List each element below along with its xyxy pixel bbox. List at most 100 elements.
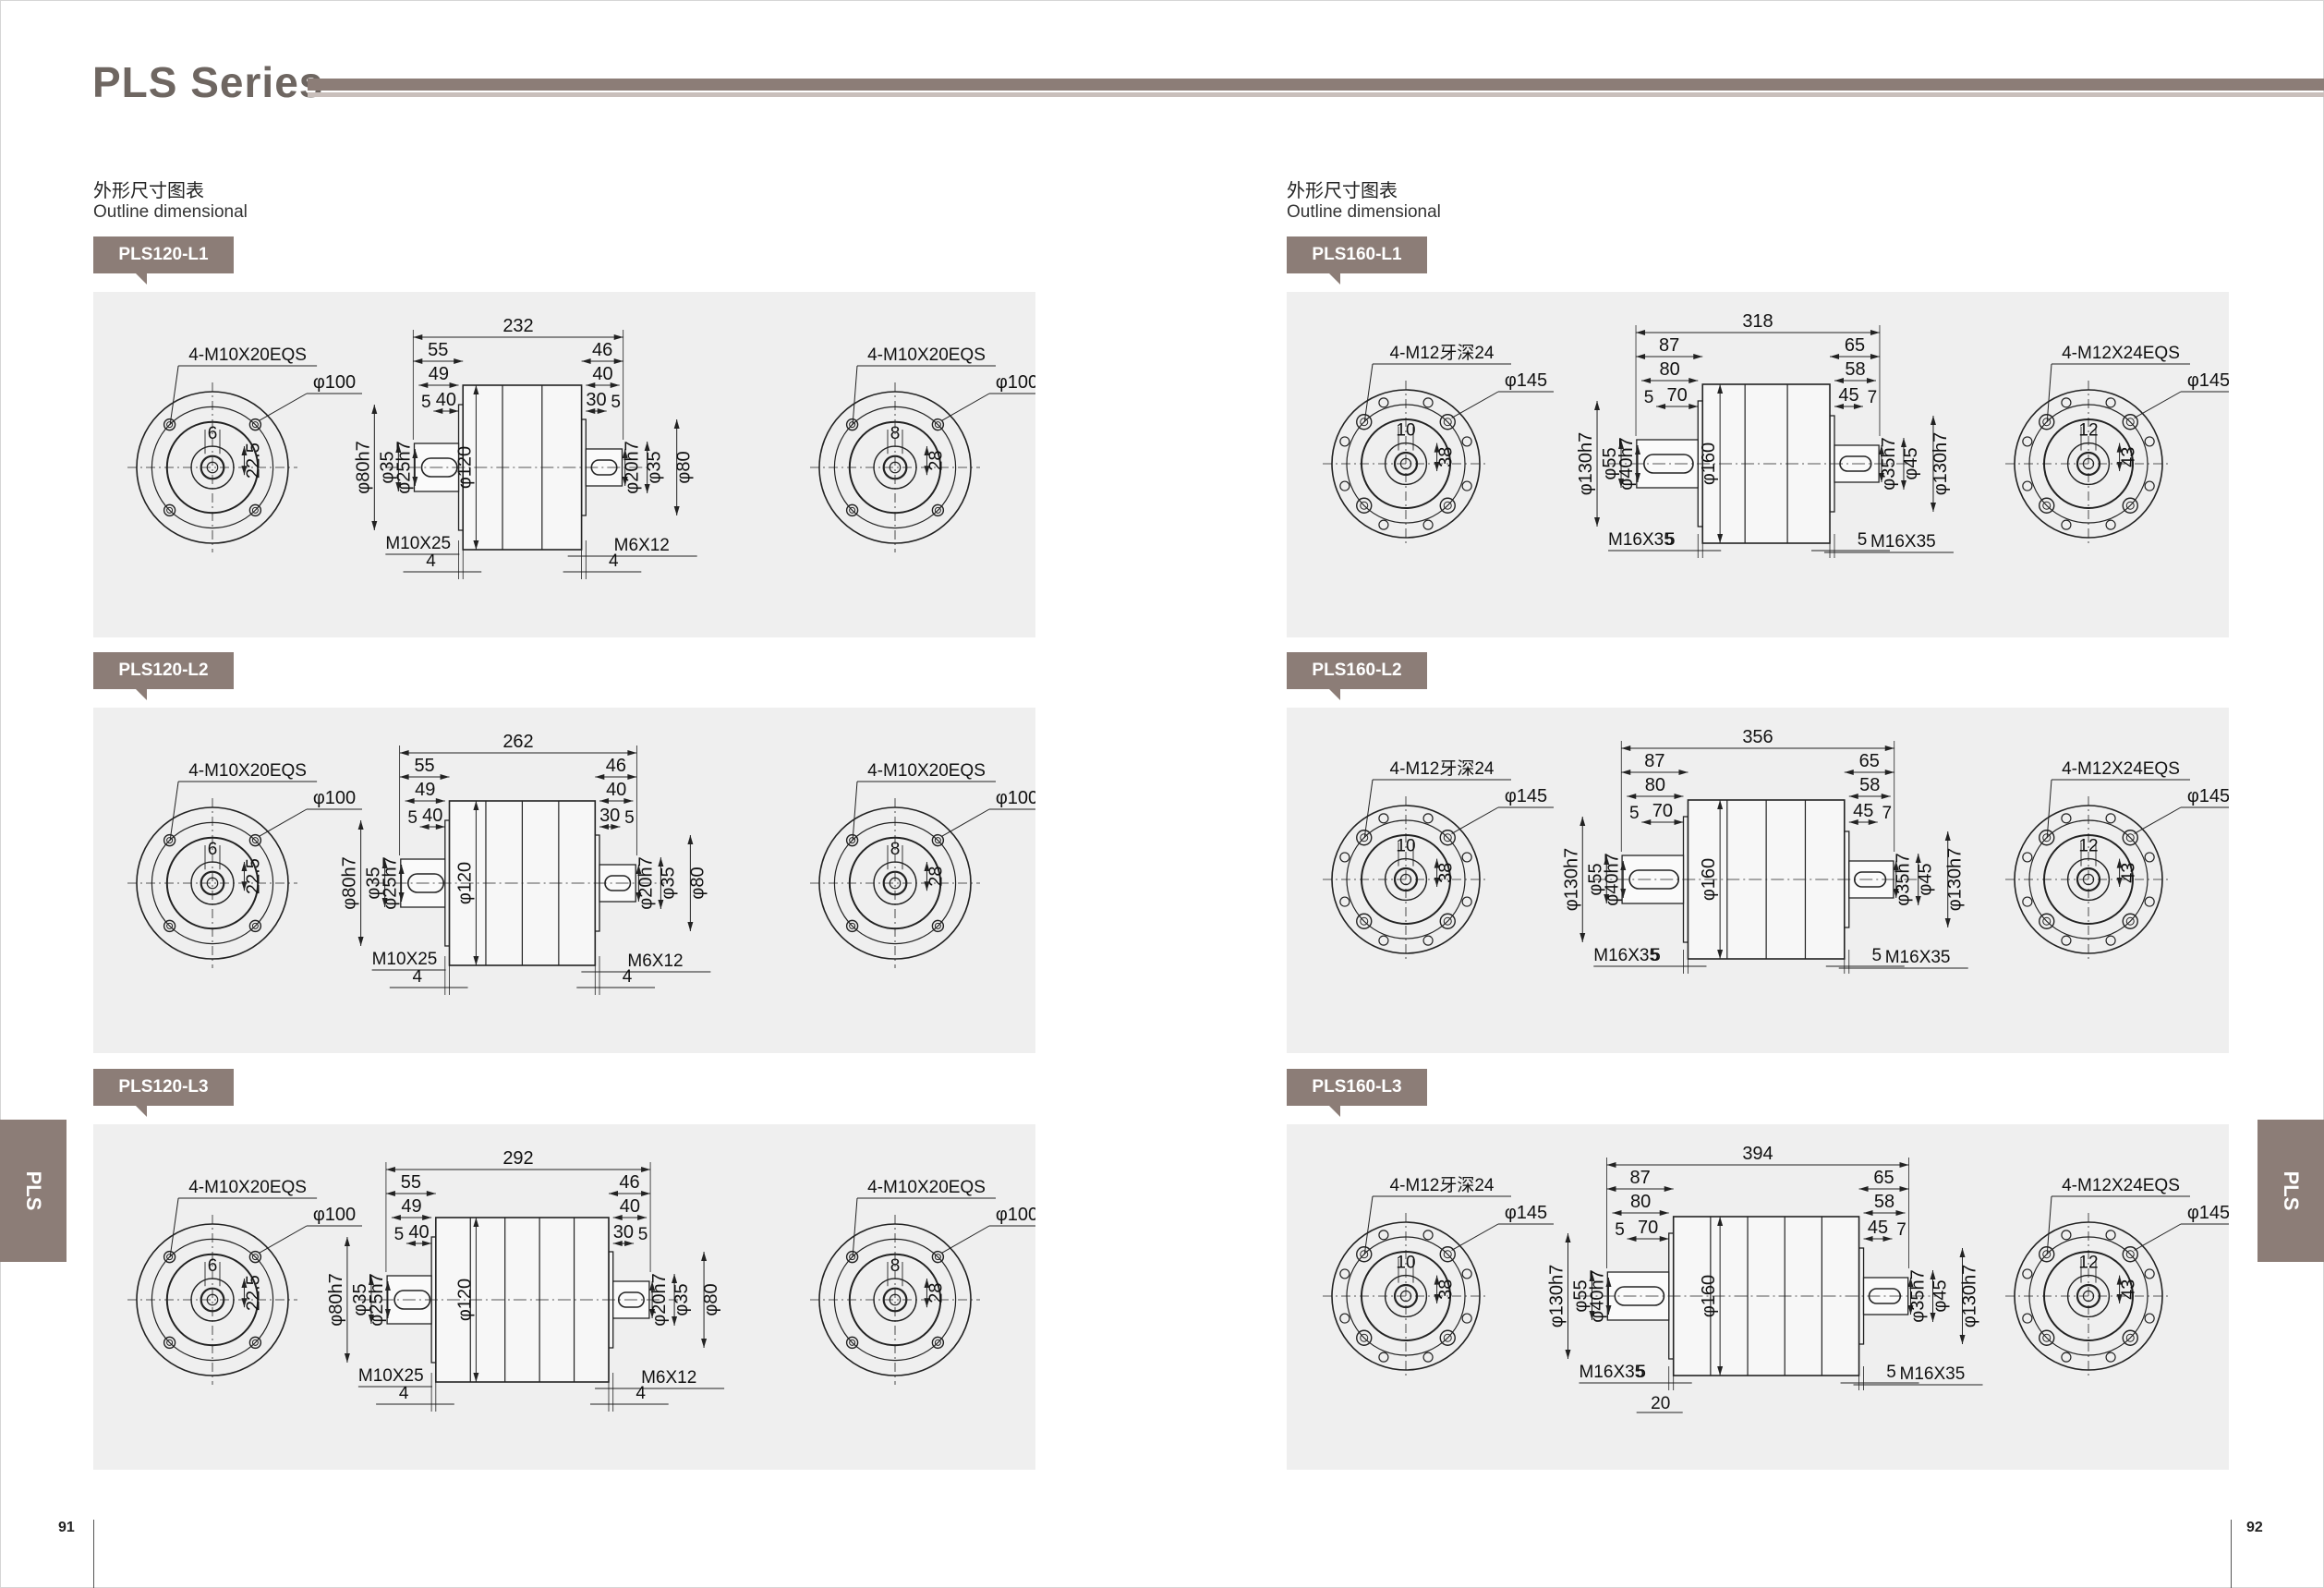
- dimension-label: 5: [421, 393, 431, 412]
- left-2-front-bolt-hole: [248, 833, 262, 847]
- right-1-front-tap-hole: [1461, 480, 1472, 491]
- right-3-rear-tap-hole: [2144, 1268, 2155, 1279]
- arrow-head: [658, 857, 664, 867]
- arrow-head: [1895, 1210, 1906, 1216]
- arrow-head: [413, 358, 423, 364]
- arrow-head: [454, 358, 464, 364]
- right-2-front-tap-hole: [1422, 935, 1434, 946]
- left-2-rear-bolt-hole: [931, 833, 945, 847]
- left-3-rear-bolt-hole-inner: [934, 1254, 941, 1261]
- left-2-rear-bolt-hole: [845, 833, 859, 847]
- left-1-front-bolt-hole: [248, 503, 262, 517]
- dimension-label: φ100: [996, 1205, 1035, 1225]
- arrow-head: [1900, 480, 1906, 490]
- right-3-front-tap-hole: [1422, 1230, 1434, 1241]
- dimension-label: 5: [624, 808, 635, 828]
- right-drawing-svg-2: 4-M12牙深24φ14510384-M12X24EQSφ14512433568…: [1323, 727, 2229, 974]
- dimension-label: φ145: [2187, 786, 2229, 806]
- arrow-head: [1674, 819, 1684, 825]
- arrow-head: [1612, 1210, 1622, 1216]
- dimension-label: 65: [1859, 751, 1880, 771]
- left-3-rear-bolt-hole: [845, 1250, 859, 1264]
- arrow-head: [433, 408, 443, 414]
- dimension-label: φ145: [2187, 370, 2229, 391]
- arrow-head: [623, 798, 634, 804]
- right-3-front-tap-hole: [1378, 1352, 1389, 1363]
- left-model-tag-2: PLS120-L2: [93, 652, 234, 700]
- dimension-label: 28: [926, 450, 946, 470]
- arrow-head: [395, 482, 402, 491]
- right-2-front-bolt-hole: [1356, 913, 1373, 929]
- dimension-label: φ45: [1931, 1279, 1951, 1312]
- left-3-rear-bolt-hole-inner: [849, 1254, 856, 1261]
- dimension-label: 40: [606, 780, 626, 800]
- drawing-line: [2134, 1223, 2182, 1251]
- arrow-head: [673, 419, 680, 429]
- right-1-front-bolt-hole-inner: [1443, 418, 1452, 427]
- arrow-head: [1621, 746, 1631, 751]
- dimension-label: 4-M12牙深24: [1390, 1175, 1495, 1195]
- arrow-head: [1659, 1236, 1669, 1242]
- dimension-label: 4-M10X20EQS: [188, 761, 307, 781]
- left-1-rear-bolt-hole: [845, 503, 859, 517]
- right-1-rear-tap-hole: [2061, 519, 2072, 530]
- right-1-front-tap-hole: [1339, 480, 1350, 491]
- arrow-head: [627, 750, 637, 756]
- arrow-head: [595, 774, 605, 780]
- right-1-rear-tap-hole: [2105, 519, 2116, 530]
- dimension-label: φ35h7: [1908, 1269, 1929, 1322]
- right-1-rear-bolt-hole: [2039, 414, 2055, 430]
- arrow-head: [1627, 794, 1637, 799]
- dimension-label: 70: [1638, 1218, 1658, 1238]
- arrow-head: [1589, 1272, 1595, 1281]
- arrow-head: [924, 1298, 930, 1308]
- right-2-rear-tap-hole: [2061, 935, 2072, 946]
- dimension-label: 40: [408, 1222, 429, 1243]
- right-3-front-bolt-hole-inner: [1360, 1333, 1369, 1342]
- right-1-rear-bolt-hole: [2122, 497, 2138, 514]
- left-drawing-svg-3: 4-M10X20EQSφ100622.54-M10X20EQSφ10082829…: [127, 1148, 1035, 1412]
- dimension-label: 5: [1886, 1363, 1896, 1382]
- arrow-head: [1434, 462, 1440, 471]
- thread-label: M16X35: [1608, 530, 1674, 550]
- arrow-head: [2116, 442, 2123, 453]
- arrow-head: [924, 881, 930, 891]
- arrow-head: [1620, 889, 1627, 898]
- arrow-head: [241, 862, 248, 872]
- thread-label: M16X35: [1579, 1363, 1644, 1382]
- arrow-head: [2116, 462, 2123, 471]
- left-3-front-bolt-hole: [248, 1250, 262, 1264]
- dimension-label: 45: [1853, 801, 1873, 821]
- dimension-label: 87: [1659, 335, 1679, 356]
- left-3-front-bolt-hole-inner: [166, 1254, 174, 1261]
- arrow-head: [624, 1241, 635, 1246]
- left-3-front-bolt-hole: [248, 1336, 262, 1350]
- right-3-front-tap-hole: [1461, 1313, 1472, 1324]
- arrow-head: [1884, 746, 1894, 751]
- left-3-rear-bolt-hole-inner: [849, 1339, 856, 1346]
- dimension-label: φ45: [1901, 447, 1921, 479]
- right-3-front-bolt-hole: [1439, 1246, 1456, 1263]
- right-model-tag-2: PLS160-L2: [1287, 652, 1427, 700]
- arrow-head: [1868, 819, 1878, 825]
- arrow-head: [1915, 854, 1921, 863]
- dimension-label: 28: [926, 866, 946, 886]
- dimension-label: 6: [208, 424, 218, 443]
- drawing-line: [1363, 1195, 1374, 1255]
- left-section-title-en: Outline dimensional: [93, 202, 248, 222]
- arrow-head: [391, 1215, 401, 1220]
- arrow-head: [1959, 1335, 1966, 1344]
- dimension-label: 22.5: [243, 442, 263, 479]
- dimension-label: φ35h7: [1894, 853, 1914, 905]
- right-2-rear-bolt-hole: [2122, 830, 2138, 846]
- arrow-head: [1863, 1210, 1873, 1216]
- right-drawing-svg-3: 4-M12牙深24φ14510384-M12X24EQSφ14512433948…: [1323, 1144, 2229, 1413]
- arrow-head: [599, 824, 610, 830]
- arrow-head: [924, 1279, 930, 1289]
- arrow-head: [1627, 1236, 1637, 1242]
- left-1-front-bolt-hole: [163, 418, 176, 431]
- right-1-rear-bolt-hole-inner: [2042, 418, 2052, 427]
- arrow-head: [1717, 1217, 1724, 1226]
